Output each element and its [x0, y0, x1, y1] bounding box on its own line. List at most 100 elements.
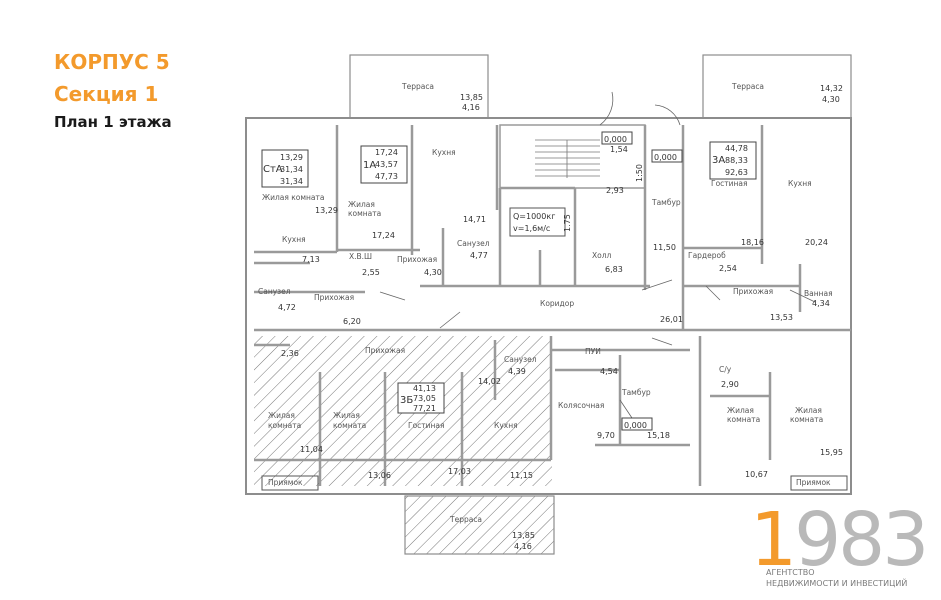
- terrace-left-label: Терраса: [401, 82, 434, 91]
- room-kitchen-1a: Кухня: [432, 148, 456, 157]
- area-3b-bath: 4,39: [508, 367, 526, 376]
- room-kitchen-3a: Кухня: [788, 179, 812, 188]
- logo-first-digit: 1: [750, 497, 797, 583]
- terrace-right-area2: 4,30: [822, 95, 840, 104]
- terrace-bottom-area2: 4,16: [514, 542, 532, 551]
- terrace-left-area: 13,85: [460, 93, 483, 102]
- room-living-3a-1-l2: комната: [727, 415, 760, 424]
- room-bath-1a: Санузел: [457, 239, 490, 248]
- area-3a-wardrobe: 2,54: [719, 264, 737, 273]
- room-pui: ПУИ: [585, 347, 601, 356]
- area-3b-kitchen: 11,15: [510, 471, 533, 480]
- area-3a-room2: 15,95: [820, 448, 843, 457]
- apt-3a-area-living: 44,78: [725, 144, 748, 153]
- room-hall-1a: Прихожая: [397, 255, 437, 264]
- room-corridor: Коридор: [540, 299, 574, 308]
- entrance-right: Приямок: [796, 478, 831, 487]
- area-stair-1: 1,54: [610, 145, 628, 154]
- terrace-right-outline: [702, 54, 852, 119]
- apt-1a-area-total: 43,57: [375, 160, 398, 169]
- area-1a-hall: 4,30: [424, 268, 442, 277]
- area-st-hall: 6,20: [343, 317, 361, 326]
- room-living-sta: Жилая комната: [262, 193, 324, 202]
- logo-line-1: АГЕНТСТВО: [766, 568, 815, 577]
- terrace-bottom-outline: [404, 495, 555, 555]
- area-corridor-b: 26,01: [660, 315, 683, 324]
- room-vestibule-top: Тамбур: [651, 198, 681, 207]
- apt-1a-area-full: 47,73: [375, 172, 398, 181]
- apt-3b-area-total: 73,05: [413, 394, 436, 403]
- section-title: Секция 1: [54, 82, 159, 106]
- room-hall-sta: Прихожая: [314, 293, 354, 302]
- area-vestibule: 15,18: [647, 431, 670, 440]
- room-wc-3a: С/у: [719, 365, 732, 374]
- area-st-bath: 4,72: [278, 303, 296, 312]
- terrace-bottom-label: Терраса: [449, 515, 482, 524]
- area-3b-room1: 11,04: [300, 445, 323, 454]
- area-st-kitchen: 7,13: [302, 255, 320, 264]
- room-living-3b-1-l2: комната: [268, 421, 301, 430]
- room-hall-3b: Прихожая: [365, 346, 405, 355]
- terrace-bottom-area: 13,85: [512, 531, 535, 540]
- area-1a-kitchen: 14,71: [463, 215, 486, 224]
- area-3a-bath: 4,34: [812, 299, 830, 308]
- area-3b-hall: 14,02: [478, 377, 501, 386]
- apt-1a-area-living: 17,24: [375, 148, 398, 157]
- area-1a-bath: 4,77: [470, 251, 488, 260]
- outer-walls: [245, 117, 852, 495]
- area-3a-room1: 10,67: [745, 470, 768, 479]
- area-lobby: 6,83: [605, 265, 623, 274]
- room-vestibule-bottom: Тамбур: [621, 388, 651, 397]
- terrace-left-area2: 4,16: [462, 103, 480, 112]
- room-bath-3a: Ванная: [804, 289, 833, 298]
- area-3a-wc: 2,90: [721, 380, 739, 389]
- logo-digits: 983: [794, 497, 929, 583]
- area-1a-storage: 2,55: [362, 268, 380, 277]
- apt-sta-area-total: 31,34: [280, 165, 303, 174]
- area-1a-living: 17,24: [372, 231, 395, 240]
- apt-code-3b: 3Б: [400, 395, 413, 406]
- plan-title: План 1 этажа: [54, 113, 172, 131]
- terrace-bottom-hatch: [405, 496, 554, 554]
- room-living-3b-2-l1: Жилая: [333, 411, 360, 420]
- room-living-3a-2-l2: комната: [790, 415, 823, 424]
- elevator-capacity: Q=1000кг: [513, 212, 555, 221]
- area-st-living: 13,29: [315, 206, 338, 215]
- area-stroller: 9,70: [597, 431, 615, 440]
- area-pui: 4,54: [600, 367, 618, 376]
- room-living-3a-1-l1: Жилая: [727, 406, 754, 415]
- room-living-room-3b: Гостиная: [408, 421, 445, 430]
- room-living-3a-2-l1: Жилая: [795, 406, 822, 415]
- apt-3b-area-full: 77,21: [413, 404, 436, 413]
- level-mark-1: 0,000: [604, 135, 627, 144]
- apt-3b-area-living: 41,13: [413, 384, 436, 393]
- apt-sta-area-full: 31,34: [280, 177, 303, 186]
- room-wardrobe-3a: Гардероб: [688, 251, 726, 260]
- logo-line-2: НЕДВИЖИМОСТИ И ИНВЕСТИЦИЙ: [766, 579, 908, 588]
- room-living-1a-l1: Жилая: [348, 200, 375, 209]
- room-living-1a-l2: комната: [348, 209, 381, 218]
- room-living-3b-2-l2: комната: [333, 421, 366, 430]
- terrace-left-outline: [349, 54, 489, 119]
- area-3a-living: 18,16: [741, 238, 764, 247]
- level-mark-2: 0,000: [654, 153, 677, 162]
- elevator-speed: v=1,6м/с: [513, 224, 550, 233]
- elevator-shaft: [509, 207, 566, 237]
- apt-sta-area-living: 13,29: [280, 153, 303, 162]
- room-living-room-3a: Гостиная: [711, 179, 748, 188]
- terrace-right-area: 14,32: [820, 84, 843, 93]
- building-title: КОРПУС 5: [54, 50, 170, 74]
- apt-3a-area-total: 88,33: [725, 156, 748, 165]
- room-bath-sta: Санузел: [258, 287, 291, 296]
- room-kitchen-3b: Кухня: [494, 421, 518, 430]
- agency-logo: 1983: [750, 497, 929, 583]
- elevator-mark-1: 1.75: [563, 214, 572, 232]
- elevator-mark-2: 1:50: [635, 164, 644, 182]
- room-lobby: Холл: [592, 251, 612, 260]
- room-living-3b-1-l1: Жилая: [268, 411, 295, 420]
- level-mark-3: 0,000: [624, 421, 647, 430]
- area-corridor-a: 11,50: [653, 243, 676, 252]
- terrace-right-label: Терраса: [731, 82, 764, 91]
- apt-code-3a: 3А: [712, 155, 725, 166]
